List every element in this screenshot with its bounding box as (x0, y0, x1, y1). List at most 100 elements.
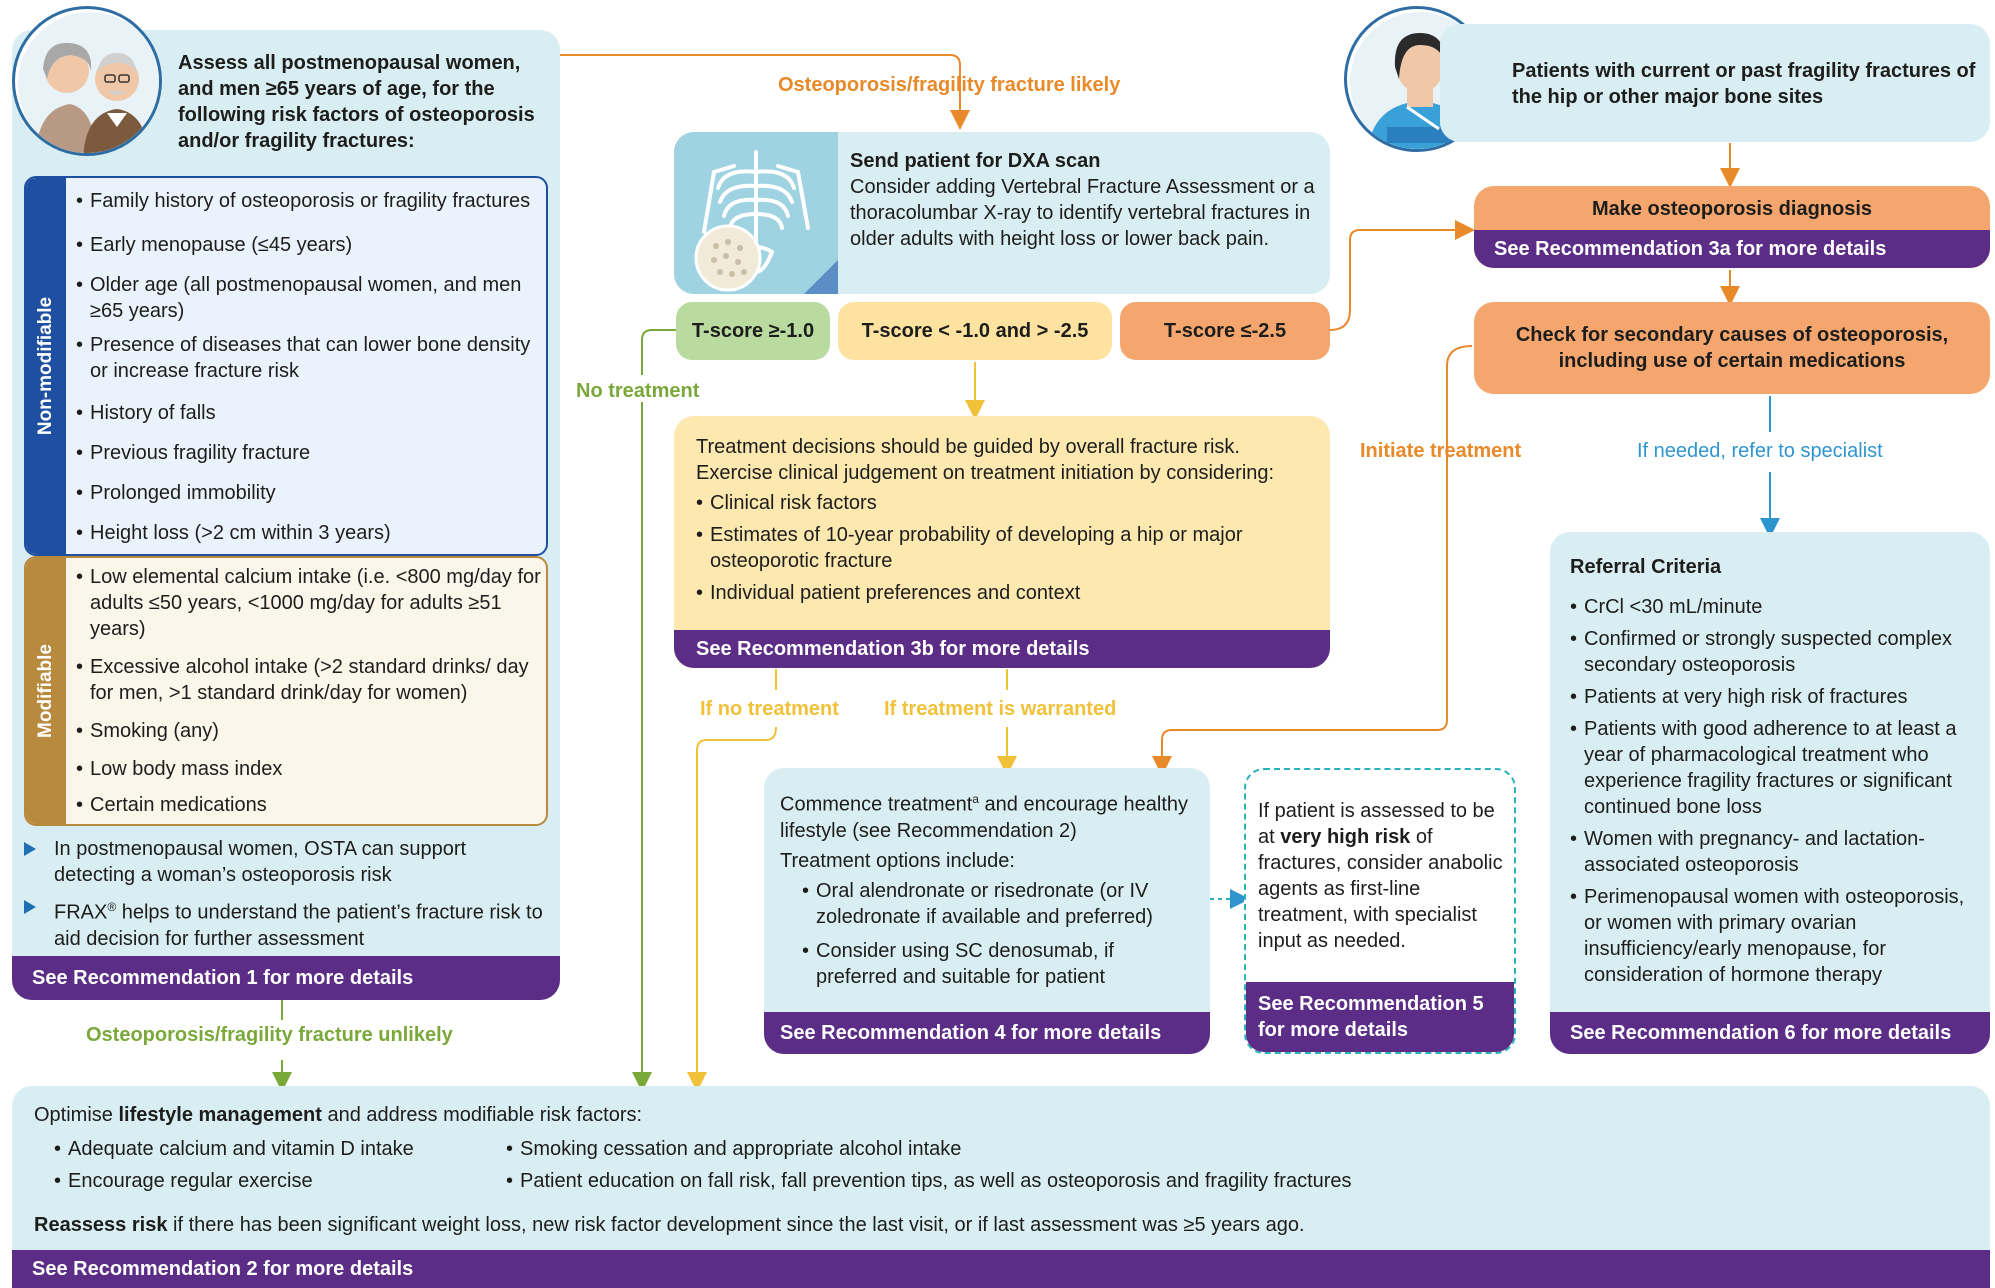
list-item: Perimenopausal women with osteoporosis, … (1570, 884, 1984, 988)
list-item: Prolonged immobility (76, 480, 546, 506)
recommendation-6-link[interactable]: See Recommendation 6 for more details (1550, 1012, 1990, 1054)
list-item: CrCl <30 mL/minute (1570, 594, 1984, 620)
footnote-a: a (972, 792, 979, 806)
frax-label: FRAX (54, 901, 108, 924)
recommendation-4-label: See Recommendation 4 for more details (780, 1021, 1162, 1044)
recommendation-3a-label: See Recommendation 3a for more details (1494, 237, 1887, 260)
treatment-options-heading: Treatment options include: (780, 850, 1015, 872)
recommendation-3b-label: See Recommendation 3b for more details (696, 637, 1090, 660)
lifestyle-intro-a: Optimise (34, 1104, 119, 1126)
diagnosis-title: Make osteoporosis diagnosis (1591, 198, 1873, 220)
commence-intro: Commence treatmenta and encourage health… (780, 786, 1200, 844)
reassess-emphasis: Reassess risk (34, 1214, 168, 1236)
list-item: Estimates of 10-year probability of deve… (696, 522, 1306, 574)
osta-note-text: In postmenopausal women, OSTA can suppor… (54, 838, 467, 886)
frax-note-text: helps to understand the patient’s fractu… (54, 901, 543, 950)
frax-note: FRAX® helps to understand the patient’s … (24, 894, 544, 952)
recommendation-1-label: See Recommendation 1 for more details (32, 966, 414, 989)
diagnosis-box: Make osteoporosis diagnosis See Recommen… (1474, 186, 1990, 268)
modifiable-panel: Modifiable Low elemental calcium intake … (24, 556, 548, 826)
patients-text: Patients with current or past fragility … (1512, 60, 1976, 108)
reassess-text: Reassess risk if there has been signific… (34, 1212, 1305, 1238)
skeleton-image (674, 132, 838, 294)
recommendation-6-label: See Recommendation 6 for more details (1570, 1021, 1952, 1044)
list-item: Patient education on fall risk, fall pre… (506, 1168, 1506, 1194)
tscore-osteoporosis-label: T-score ≤-2.5 (1163, 319, 1287, 342)
list-item: Height loss (>2 cm within 3 years) (76, 520, 546, 546)
list-item: Encourage regular exercise (54, 1168, 494, 1194)
decision-list: Clinical risk factors Estimates of 10-ye… (696, 490, 1306, 606)
list-item: Smoking cessation and appropriate alcoho… (506, 1136, 1506, 1162)
reassess-body: if there has been significant weight los… (167, 1214, 1305, 1236)
nonmodifiable-list: Family history of osteoporosis or fragil… (76, 188, 546, 546)
recommendation-2-link[interactable]: See Recommendation 2 for more details (12, 1250, 1990, 1288)
tscore-normal-label: T-score ≥-1.0 (691, 319, 815, 342)
list-item: Certain medications (76, 792, 546, 818)
fragility-fracture-patients-box: Patients with current or past fragility … (1440, 24, 1990, 142)
dxa-title: Send patient for DXA scan (850, 150, 1101, 172)
osta-note: In postmenopausal women, OSTA can suppor… (24, 836, 544, 888)
label-if-treatment-warranted: If treatment is warranted (884, 698, 1117, 720)
lifestyle-list-col1: Adequate calcium and vitamin D intake En… (54, 1136, 494, 1194)
tscore-normal: T-score ≥-1.0 (676, 302, 830, 360)
tscore-osteoporosis: T-score ≤-2.5 (1120, 302, 1330, 360)
lifestyle-emphasis: lifestyle management (118, 1104, 322, 1126)
commence-treatment-box: Commence treatmenta and encourage health… (764, 768, 1210, 1054)
recommendation-3b-link[interactable]: See Recommendation 3b for more details (674, 630, 1330, 668)
list-item: Adequate calcium and vitamin D intake (54, 1136, 494, 1162)
assessment-box: Assess all postmenopausal women, and men… (12, 30, 560, 1000)
secondary-causes-box: Check for secondary causes of osteoporos… (1474, 302, 1990, 394)
treatment-options-list: Oral alendronate or risedronate (or IV z… (802, 878, 1198, 990)
referral-criteria-box: Referral Criteria CrCl <30 mL/minute Con… (1550, 532, 1990, 1054)
list-item: Excessive alcohol intake (>2 standard dr… (76, 654, 546, 706)
tscore-osteopenia: T-score < -1.0 and > -2.5 (838, 302, 1112, 360)
list-item: Women with pregnancy- and lactation-asso… (1570, 826, 1984, 878)
elderly-couple-icon (18, 12, 159, 153)
label-fracture-unlikely: Osteoporosis/fragility fracture unlikely (86, 1024, 453, 1046)
list-item: Oral alendronate or risedronate (or IV z… (802, 878, 1198, 930)
lifestyle-intro-c: and address modifiable risk factors: (321, 1104, 643, 1126)
secondary-causes-text: Check for secondary causes of osteoporos… (1515, 324, 1949, 372)
high-risk-text-c: of fractures, consider anabolic agents a… (1258, 826, 1503, 952)
list-item: Early menopause (≤45 years) (76, 232, 546, 258)
assessment-heading: Assess all postmenopausal women, and men… (178, 52, 535, 152)
label-if-no-treatment: If no treatment (700, 698, 839, 720)
dxa-body: Consider adding Vertebral Fracture Asses… (850, 176, 1315, 250)
list-item: Low elemental calcium intake (i.e. <800 … (76, 564, 546, 642)
label-refer-specialist: If needed, refer to specialist (1637, 440, 1883, 462)
nonmodifiable-label: Non-modifiable (35, 296, 56, 436)
decision-intro: Treatment decisions should be guided by … (696, 436, 1275, 484)
tscore-osteopenia-label: T-score < -1.0 and > -2.5 (861, 319, 1089, 342)
label-fracture-likely: Osteoporosis/fragility fracture likely (778, 74, 1121, 96)
list-item: Individual patient preferences and conte… (696, 580, 1306, 606)
lifestyle-list-col2: Smoking cessation and appropriate alcoho… (506, 1136, 1506, 1194)
list-item: History of falls (76, 400, 546, 426)
list-item: Older age (all postmenopausal women, and… (76, 272, 546, 324)
lifestyle-management-box: Optimise lifestyle management and addres… (12, 1086, 1990, 1288)
referral-list: CrCl <30 mL/minute Confirmed or strongly… (1570, 594, 1984, 988)
lifestyle-intro: Optimise lifestyle management and addres… (34, 1102, 642, 1128)
recommendation-1-link[interactable]: See Recommendation 1 for more details (12, 956, 560, 1000)
treatment-decision-box: Treatment decisions should be guided by … (674, 416, 1330, 668)
list-item: Family history of osteoporosis or fragil… (76, 188, 546, 214)
recommendation-2-label: See Recommendation 2 for more details (32, 1257, 414, 1280)
high-risk-text: If patient is assessed to be at very hig… (1258, 798, 1508, 954)
very-high-risk-emphasis: very high risk (1280, 826, 1411, 848)
recommendation-3a-link[interactable]: See Recommendation 3a for more details (1474, 230, 1990, 268)
elderly-couple-avatar (12, 6, 162, 156)
nonmodifiable-panel: Non-modifiable Family history of osteopo… (24, 176, 548, 556)
skeleton-icon (694, 150, 838, 294)
list-item: Consider using SC denosumab, if preferre… (802, 938, 1198, 990)
list-item: Previous fragility fracture (76, 440, 546, 466)
modifiable-label: Modifiable (35, 644, 57, 738)
referral-title: Referral Criteria (1570, 556, 1722, 578)
list-item: Low body mass index (76, 756, 546, 782)
recommendation-5-link[interactable]: See Recommendation 5 for more details (1246, 982, 1514, 1052)
list-item: Smoking (any) (76, 718, 546, 744)
label-initiate-treatment: Initiate treatment (1360, 440, 1522, 462)
list-item: Confirmed or strongly suspected complex … (1570, 626, 1984, 678)
commence-text-b: and encourage healthy lifestyle (see Rec… (780, 793, 1189, 842)
modifiable-list: Low elemental calcium intake (i.e. <800 … (76, 564, 546, 818)
list-item: Clinical risk factors (696, 490, 1306, 516)
recommendation-4-link[interactable]: See Recommendation 4 for more details (764, 1012, 1210, 1054)
